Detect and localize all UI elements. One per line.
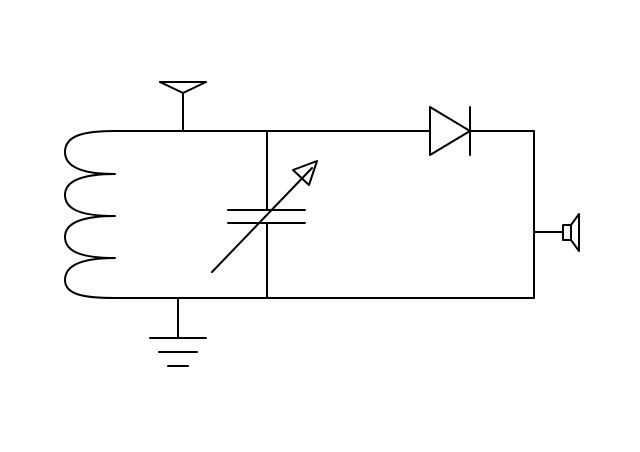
- inductor-coil-icon: [64, 130, 116, 299]
- right-wire: [533, 130, 564, 299]
- antenna-icon: [159, 81, 207, 132]
- ground-icon: [149, 297, 207, 367]
- variable-capacitor-icon: [211, 160, 318, 273]
- diode-icon: [429, 106, 471, 156]
- speaker-icon: [562, 213, 580, 252]
